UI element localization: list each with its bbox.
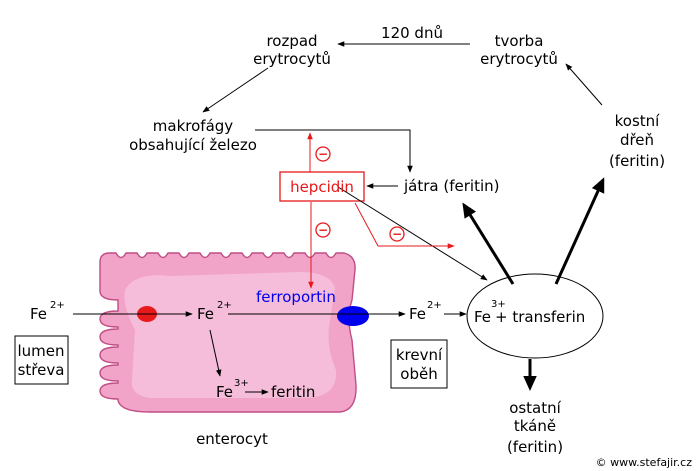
label-fe3-cell: Fe xyxy=(216,383,233,401)
footer-credit: © www.stefajir.cz xyxy=(596,456,693,469)
enterocyte-cell xyxy=(99,252,357,413)
svg-text:−: − xyxy=(318,223,328,237)
inhibition-arrows xyxy=(307,132,455,289)
label-kostni-1: kostní xyxy=(615,112,661,130)
label-krevni-1: krevní xyxy=(396,346,443,364)
flow-arrows xyxy=(73,41,603,395)
label-lumen-1: lumen xyxy=(17,342,64,360)
label-fe-lumen-sup: 2+ xyxy=(50,300,65,311)
arrow-makrofagy-to-transferrin xyxy=(337,186,488,281)
label-enterocyt: enterocyt xyxy=(196,430,268,448)
label-ferroportin: ferroportin xyxy=(256,288,336,306)
arrow-hepcidin-to-transferrin xyxy=(354,202,455,249)
label-makrofagy-1: makrofágy xyxy=(153,117,233,135)
label-rozpad-1: rozpad xyxy=(266,32,317,50)
label-lumen-2: střeva xyxy=(18,361,65,379)
label-transferrin: + transferin xyxy=(495,308,585,326)
label-fe3-cell-sup: 3+ xyxy=(234,378,249,389)
label-ostatni-3: (feritin) xyxy=(507,438,563,456)
label-transferrin-fe: Fe xyxy=(474,308,491,326)
label-tvorba-2: erytrocytů xyxy=(480,50,558,68)
label-fe-blood: Fe xyxy=(409,305,426,323)
label-tvorba-1: tvorba xyxy=(495,32,544,50)
label-feritin-cell: feritin xyxy=(271,383,315,401)
label-jatra: játra (feritin) xyxy=(403,177,499,195)
arrow-rozpad-to-makrofagy xyxy=(202,67,269,113)
label-kostni-2: dřeň xyxy=(620,131,654,149)
label-makrofagy-2: obsahující železo xyxy=(129,136,257,154)
hepcidin-box xyxy=(279,171,365,202)
label-transferrin-fe-sup: 3+ xyxy=(491,299,506,310)
transferrin-pool xyxy=(466,273,604,359)
label-cycle: 120 dnů xyxy=(381,24,443,42)
svg-text:−: − xyxy=(392,227,402,241)
label-ostatni-2: tkáně xyxy=(514,417,556,435)
arrow-fe-down xyxy=(209,329,222,377)
label-fe-lumen: Fe xyxy=(30,305,47,323)
label-ostatni-1: ostatní xyxy=(509,399,561,417)
label-fe-blood-sup: 2+ xyxy=(427,300,442,311)
lumen-box xyxy=(14,335,69,385)
inhibit-minus-2: − xyxy=(315,222,331,238)
arrow-kostni-to-tvorba xyxy=(565,63,603,106)
label-fe-cell-sup: 2+ xyxy=(217,300,232,311)
label-fe-cell: Fe xyxy=(197,305,214,323)
label-krevni-2: oběh xyxy=(400,365,437,383)
inhibit-minus-3: − xyxy=(389,226,405,242)
ferroportin-channel xyxy=(337,306,369,326)
arrow-transferrin-to-kostni xyxy=(554,177,605,285)
arrow-makrofagy-to-jatra xyxy=(255,129,413,173)
label-rozpad-2: erytrocytů xyxy=(253,50,331,68)
arrow-transferrin-to-jatra xyxy=(462,202,515,285)
svg-text:−: − xyxy=(318,147,328,161)
label-hepcidin: hepcidin xyxy=(290,178,354,196)
krevni-obeh-box xyxy=(390,339,448,389)
thick-arrows xyxy=(462,177,605,391)
inhibit-minus-1: − xyxy=(315,146,331,162)
label-kostni-3: (feritin) xyxy=(609,152,665,170)
